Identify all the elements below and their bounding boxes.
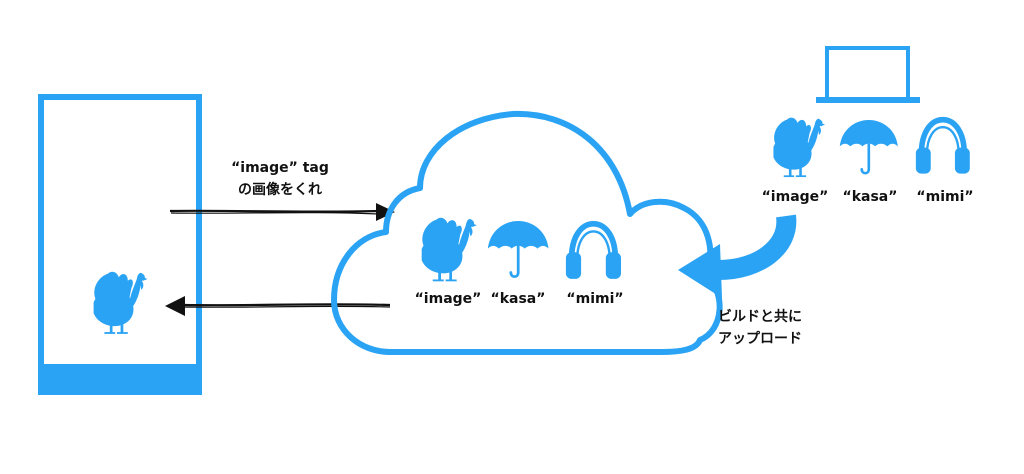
laptop-screen	[825, 46, 910, 101]
upload-label: ビルドと共に アップロード	[718, 306, 802, 350]
phone-bottom-bar	[38, 364, 202, 395]
cloud-label-mimi: “mimi”	[566, 291, 624, 307]
laptop-base	[816, 97, 920, 103]
upload-arrowhead-icon	[678, 244, 722, 298]
request-label: “image” tag の画像をくれ	[200, 157, 360, 201]
phone-device	[38, 94, 202, 395]
upload-arrow	[678, 214, 797, 298]
laptop-label-kasa: “kasa”	[842, 189, 898, 205]
phone-frame	[38, 94, 202, 395]
laptop-headphones-icon	[916, 120, 970, 174]
response-arrow	[165, 296, 391, 316]
request-arrow	[169, 203, 395, 221]
laptop-device	[816, 46, 920, 103]
upload-label-line2: アップロード	[718, 331, 802, 347]
request-arrowhead-icon	[376, 203, 395, 221]
phone-turkey-icon	[92, 270, 149, 334]
upload-label-line1: ビルドと共に	[718, 309, 802, 325]
cloud-turkey-icon	[420, 216, 478, 282]
cloud-headphones-icon	[566, 224, 621, 279]
laptop-turkey-icon	[772, 116, 826, 178]
laptop-label-image: “image”	[761, 189, 829, 205]
response-arrowhead-icon	[165, 296, 185, 316]
laptop-umbrella-icon	[838, 118, 900, 175]
laptop-label-mimi: “mimi”	[916, 189, 974, 205]
cloud-asset-icons	[420, 216, 621, 282]
request-label-line2: の画像をくれ	[238, 182, 322, 198]
cloud-umbrella-icon	[486, 219, 550, 279]
cloud-label-kasa: “kasa”	[490, 291, 546, 307]
cloud-label-image: “image”	[414, 291, 482, 307]
laptop-asset-icons	[772, 116, 970, 178]
request-label-line1: “image” tag	[231, 160, 329, 176]
